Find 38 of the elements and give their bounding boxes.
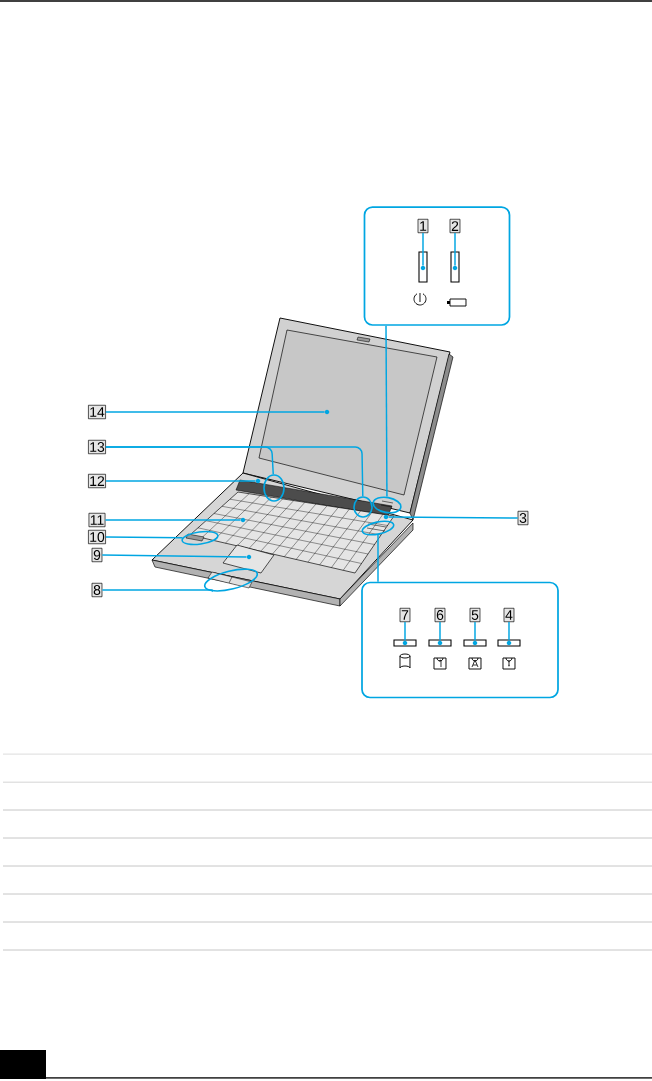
highlight-ring [203,568,259,592]
leader-line [422,232,424,267]
callout-number: 10 [88,529,106,545]
leader-line [387,516,519,519]
callout-number: 3 [517,510,529,526]
leader-line [105,480,257,482]
highlight-ring [361,520,395,536]
leader-line [404,621,406,642]
highlight-ring [353,496,373,518]
leader-line [377,534,379,583]
leader-line [439,621,441,642]
inset-panel [361,581,559,699]
highlight-ring [181,530,219,546]
callout-number: 11 [88,512,106,528]
highlight-ring [263,474,285,502]
leader-line [105,446,364,497]
leader-line [105,536,184,539]
inset-panel [363,206,511,326]
callout-number: 1 [417,218,429,234]
callout-number: 8 [91,582,103,598]
leader-line [454,232,456,267]
leader-line [474,621,476,642]
callout-number: 5 [469,607,481,623]
callout-number: 9 [91,547,103,563]
leader-line [385,325,388,498]
callout-number: 14 [88,404,106,420]
leader-line [508,621,510,642]
callout-number: 13 [88,439,106,455]
highlight-ring [372,496,402,514]
leader-line [101,589,214,593]
callout-number: 2 [449,218,461,234]
leader-line [104,519,242,521]
callout-number: 7 [399,607,411,623]
leader-line [101,554,248,558]
callout-number: 12 [88,473,106,489]
callout-number: 4 [503,607,515,623]
leader-line [105,411,326,413]
callout-number: 6 [434,607,446,623]
